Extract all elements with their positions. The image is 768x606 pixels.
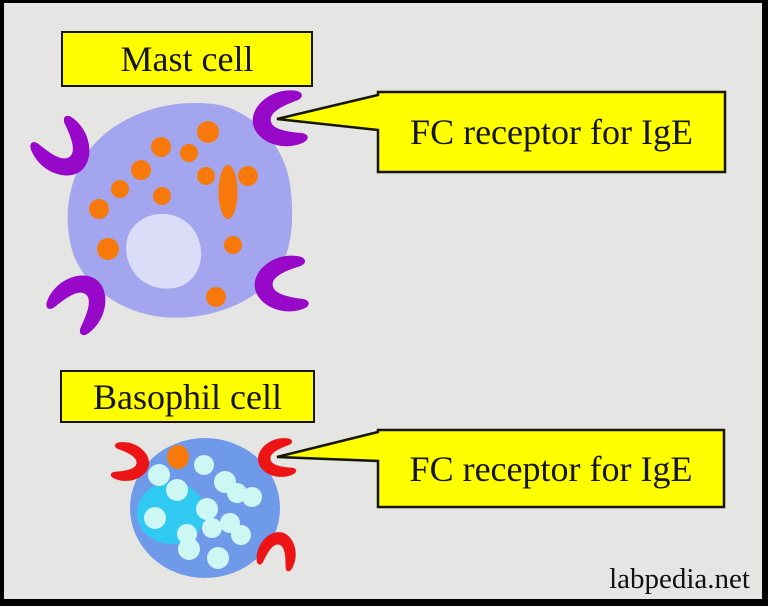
mast-cell-nucleus	[126, 213, 202, 289]
callout-balloon-basophil	[276, 428, 726, 509]
basophil-orange-granule	[167, 445, 189, 469]
basophil-granules	[144, 455, 262, 569]
mast-cell-label: Mast cell	[61, 31, 313, 87]
basophil-cell-label: Basophil cell	[60, 370, 315, 423]
mast-fc-receptor-callout-label: FC receptor for IgE	[410, 112, 693, 152]
basophil-fc-receptor-callout-label: FC receptor for IgE	[409, 448, 693, 489]
watermark-labpedia: labpedia.net	[609, 563, 750, 595]
mast-cell-figure	[26, 88, 310, 339]
mast-cell-granules	[89, 121, 258, 307]
callout-balloon-mast	[276, 90, 727, 174]
diagram-background: Mast cell Basophil cell FC receptor for …	[4, 3, 762, 599]
mast-cell-body	[67, 102, 293, 318]
basophil-cell-figure	[110, 436, 301, 578]
